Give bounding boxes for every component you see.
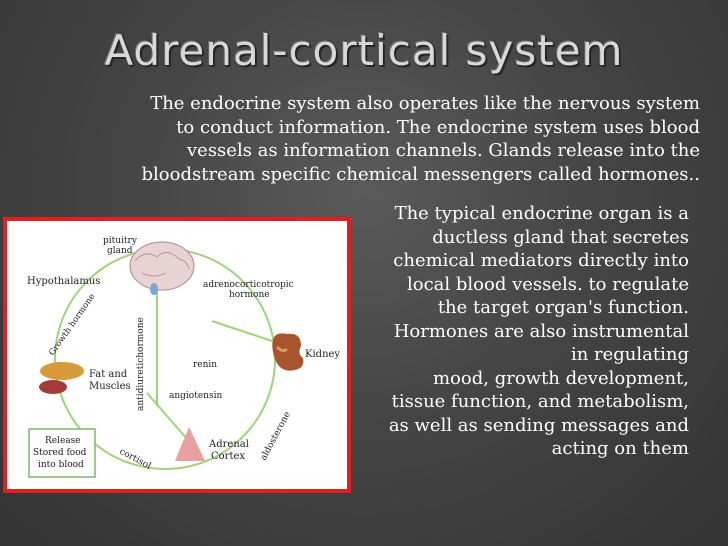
label-aldosterone: aldosterone	[259, 410, 293, 462]
intro-line: The endocrine system also operates like …	[150, 93, 700, 114]
brain-icon	[129, 241, 195, 295]
label-acth-2: hormone	[229, 290, 270, 300]
angiotensin-arrow	[146, 392, 188, 440]
kidney-arrow	[211, 320, 273, 342]
slide-title: Adrenal-cortical system	[104, 26, 624, 75]
intro-paragraph: The endocrine system also operates like …	[50, 92, 701, 186]
label-adrenal-2: Cortex	[211, 451, 245, 462]
body-line: chemical mediators directly into	[393, 250, 689, 271]
adrenal-icon	[175, 427, 205, 461]
diagram-svg: pituitry gland Hypothalamus Growth hormo…	[27, 236, 340, 478]
intro-line: to conduct information. The endocrine sy…	[176, 116, 700, 138]
label-release-1: Release	[45, 436, 81, 446]
intro-line: vessels as information channels. Glands …	[187, 140, 700, 161]
body-line: as well as sending messages and	[388, 414, 689, 436]
label-pituitry: pituitry	[103, 236, 138, 246]
kidney-icon	[272, 333, 304, 371]
endocrine-diagram: pituitry gland Hypothalamus Growth hormo…	[3, 217, 351, 493]
label-angiotensin: angiotensin	[169, 391, 222, 401]
body-line: in regulating	[570, 344, 689, 365]
label-kidney: Kidney	[305, 349, 340, 360]
label-fat-1: Fat and	[89, 369, 128, 380]
label-cortisol: cortisol	[118, 447, 153, 472]
body-paragraph: The typical endocrine organ is a ductles…	[352, 202, 689, 461]
label-gland: gland	[107, 246, 133, 256]
label-renin: renin	[193, 360, 217, 370]
label-release-3: into blood	[38, 460, 84, 470]
intro-line: bloodstream specific chemical messengers…	[141, 163, 701, 185]
fat-muscle-icon	[39, 362, 84, 394]
body-line: The typical endocrine organ is a	[394, 203, 689, 224]
release-box	[28, 428, 96, 478]
body-line: tissue function, and metabolism,	[391, 391, 689, 412]
label-hypothalamus: Hypothalamus	[27, 276, 100, 287]
label-acth-1: adrenocorticotropic	[203, 280, 294, 290]
body-line: Hormones are also instrumental	[393, 320, 689, 342]
label-fat-2: Muscles	[89, 381, 131, 392]
body-line: local blood vessels. to regulate	[406, 273, 689, 295]
body-line: ductless gland that secretes	[432, 226, 689, 248]
body-line: mood, growth development,	[432, 367, 689, 389]
body-line: acting on them	[551, 438, 689, 459]
label-release-2: Stored food	[33, 448, 87, 458]
label-adrenal-1: Adrenal	[208, 439, 249, 450]
label-antidiuretic: antidiuretichormone	[136, 317, 146, 411]
label-growth-hormone: Growth hormone	[47, 292, 97, 358]
body-line: the target organ's function.	[437, 297, 689, 318]
